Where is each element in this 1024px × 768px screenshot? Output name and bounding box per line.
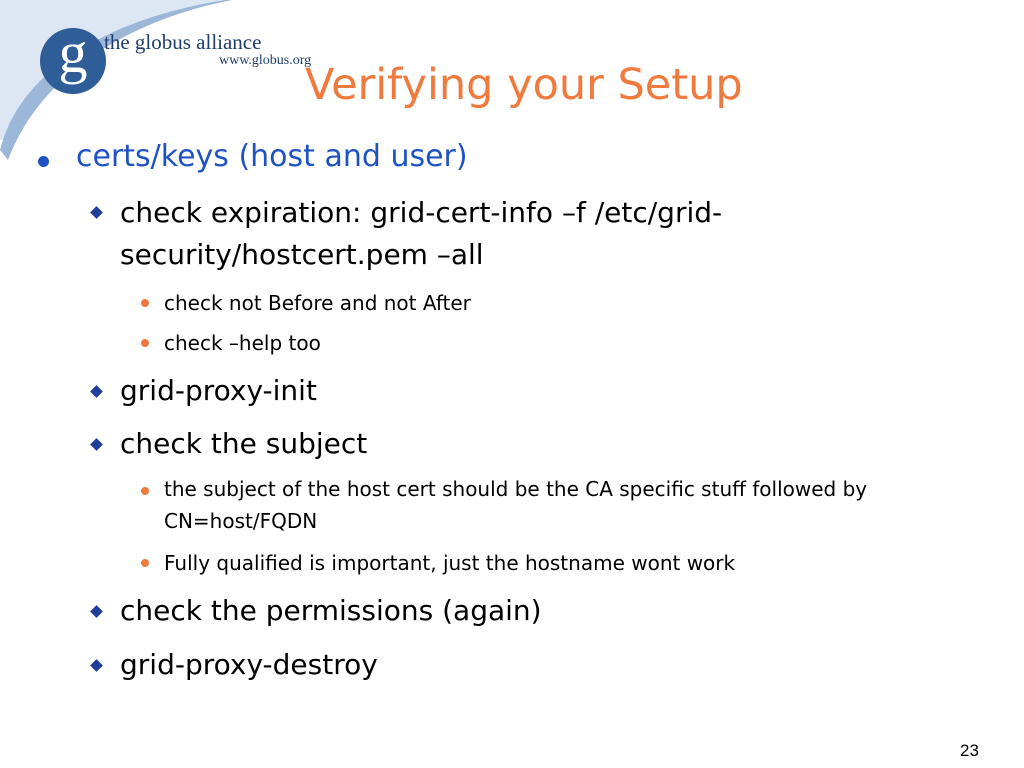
bullet-grid-proxy-init: grid-proxy-init bbox=[120, 374, 317, 407]
bullet-check-not-before: check not Before and not After bbox=[164, 291, 471, 315]
bullet-check-subject: check the subject bbox=[120, 427, 368, 460]
bullet-diamond-icon bbox=[90, 385, 103, 398]
bullet-dot-icon bbox=[38, 156, 49, 167]
bullet-diamond-icon bbox=[90, 438, 103, 451]
bullet-fully-qualified: Fully qualified is important, just the h… bbox=[164, 551, 736, 575]
bullet-diamond-icon bbox=[90, 659, 103, 672]
bullet-small-dot-icon bbox=[141, 339, 149, 347]
bullet-small-dot-icon bbox=[141, 487, 149, 495]
slide-title: Verifying your Setup bbox=[305, 60, 743, 110]
logo-circle bbox=[40, 28, 106, 94]
bullet-certs-keys: certs/keys (host and user) bbox=[76, 139, 468, 174]
logo-g-icon: g bbox=[58, 20, 88, 85]
brand-url: www.globus.org bbox=[219, 53, 312, 68]
bullet-small-dot-icon bbox=[141, 559, 149, 567]
bullet-subject-host-cert: the subject of the host cert should be t… bbox=[164, 477, 868, 533]
page-number: 23 bbox=[960, 741, 979, 760]
bullet-check-permissions: check the permissions (again) bbox=[120, 594, 542, 627]
bullet-check-help: check –help too bbox=[164, 331, 321, 355]
bullet-grid-proxy-destroy: grid-proxy-destroy bbox=[120, 648, 378, 681]
bullet-diamond-icon bbox=[90, 605, 103, 618]
bullet-diamond-icon bbox=[90, 206, 103, 219]
bullet-small-dot-icon bbox=[141, 299, 149, 307]
brand-name: the globus alliance bbox=[104, 30, 262, 54]
bullet-check-expiration: check expiration: grid-cert-info –f /etc… bbox=[120, 196, 723, 271]
